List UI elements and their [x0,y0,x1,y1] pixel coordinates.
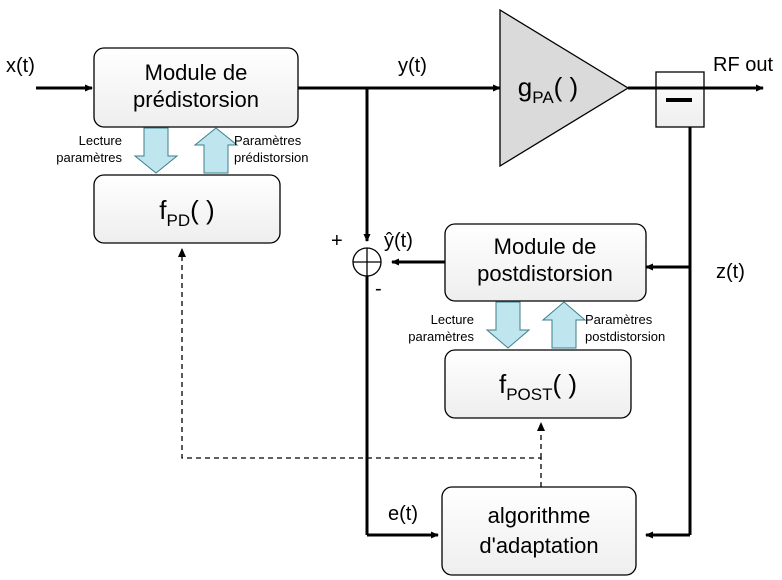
postdistortion-module-line2: postdistorsion [477,261,613,286]
post-write-params-arrow [541,301,587,349]
error-signal-label: e(t) [388,503,418,525]
input-signal-label: x(t) [6,55,35,77]
post-write-label-line2: postdistorsion [585,329,665,344]
adaptation-to-fpd-dashed [178,248,542,487]
plus-sign: + [331,230,343,252]
power-amplifier-block: gPA( ) [499,8,630,168]
fpost-block: fPOST( ) [444,349,632,419]
adaptation-algorithm-block: algorithme d'adaptation [441,486,637,576]
directional-coupler [655,71,705,128]
post-read-label-line2: paramètres [408,329,474,344]
fpost-label: fPOST( ) [499,369,577,404]
pd-write-label-line2: prédistorsion [234,150,308,165]
estimate-signal-label: ŷ(t) [384,230,413,252]
amplifier-label: gPA( ) [518,72,578,107]
pd-write-label-line1: Paramètres [234,133,302,148]
predistortion-module-line2: prédistorsion [133,87,259,112]
postdistortion-module-block: Module de postdistorsion [444,223,647,302]
fpd-label: fPD( ) [159,195,214,230]
pd-read-params-arrow [133,127,179,174]
post-read-label-line1: Lecture [431,312,474,327]
rf-out-label: RF out [713,54,773,76]
post-read-params-arrow [485,301,531,349]
amplifier-triangle [499,8,630,168]
feedback-signal-label: z(t) [716,261,745,283]
predistorted-signal-label: y(t) [398,55,427,77]
adaptation-line2: d'adaptation [479,533,598,558]
predistortion-module-line1: Module de [145,60,248,85]
minus-sign: - [375,278,382,300]
pd-read-label-line1: Lecture [79,133,122,148]
fpd-block: fPD( ) [93,174,281,244]
postdistortion-module-line1: Module de [494,234,597,259]
predistortion-module-block: Module de prédistorsion [93,47,299,128]
summing-junction [352,247,382,277]
pd-read-label-line2: paramètres [56,150,122,165]
adaptation-line1: algorithme [488,503,591,528]
pd-write-params-arrow [193,127,239,174]
post-write-label-line1: Paramètres [585,312,653,327]
